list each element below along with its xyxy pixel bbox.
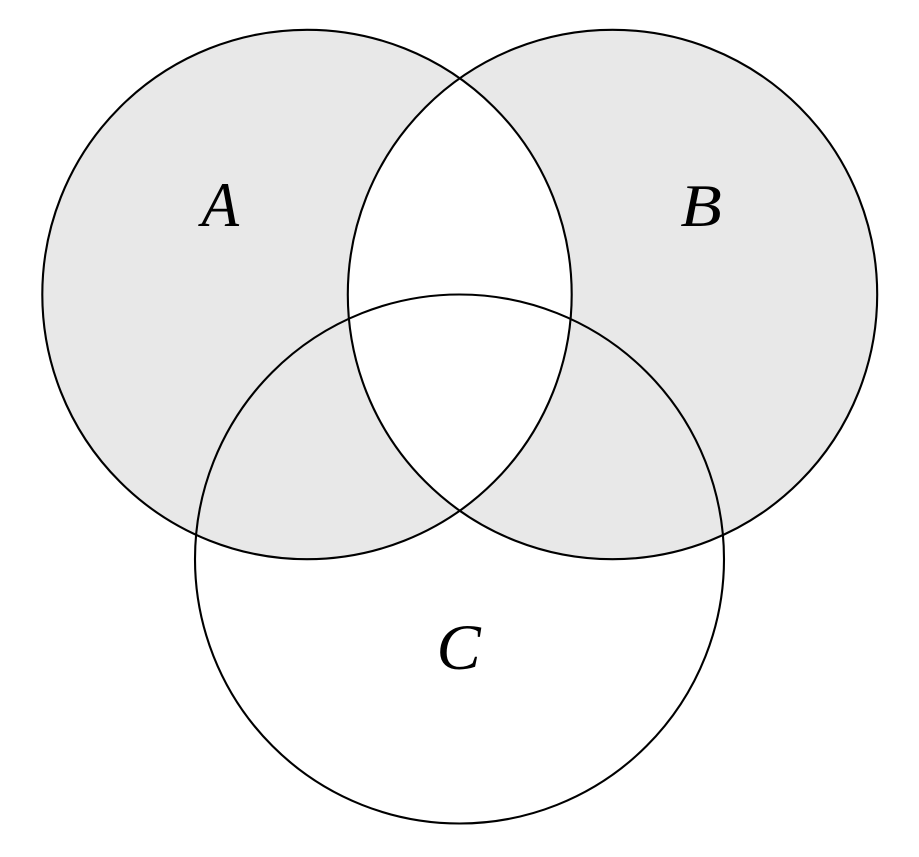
svg-text:C: C	[436, 612, 481, 684]
svg-text:B: B	[680, 172, 721, 239]
svg-text:A: A	[198, 169, 240, 240]
